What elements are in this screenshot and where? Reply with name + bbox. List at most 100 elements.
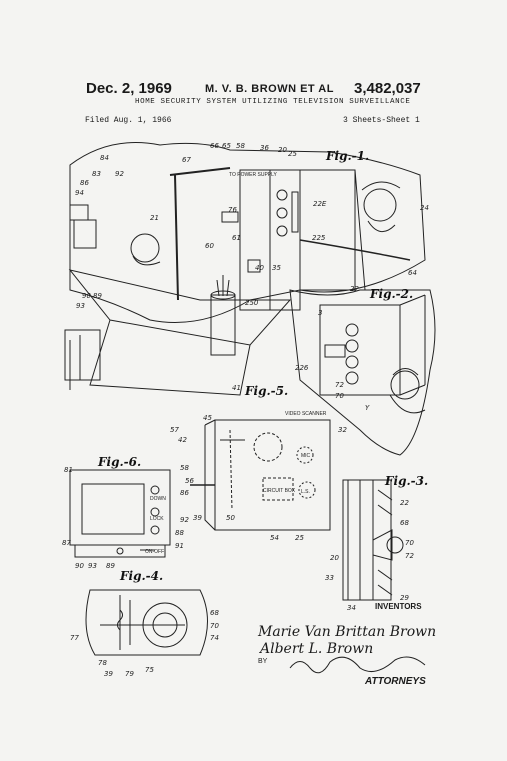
svg-text:89: 89: [106, 562, 115, 570]
reference-numerals: 84 67 66 65 58 36 20 25 86 94 83 92 21 9…: [62, 142, 429, 678]
lock-label: LOCK: [150, 516, 164, 522]
svg-text:68: 68: [400, 519, 409, 527]
svg-text:77: 77: [70, 634, 79, 642]
svg-text:40: 40: [255, 264, 264, 272]
fig6-drawing: [69, 469, 171, 558]
svg-text:90: 90: [82, 292, 91, 300]
svg-text:22E: 22E: [313, 200, 327, 208]
svg-text:78: 78: [98, 659, 107, 667]
svg-text:64: 64: [408, 269, 417, 277]
svg-text:50: 50: [226, 514, 235, 522]
svg-text:24: 24: [420, 204, 429, 212]
svg-text:68: 68: [210, 609, 219, 617]
svg-text:91: 91: [175, 542, 184, 550]
svg-text:34: 34: [347, 604, 356, 612]
mic-label: MIC: [301, 453, 311, 459]
svg-text:60: 60: [205, 242, 214, 250]
inventor-names: M. V. B. BROWN ET AL: [205, 83, 334, 95]
fig5-label: Fig.-5.: [244, 384, 288, 398]
svg-text:39: 39: [104, 670, 113, 678]
svg-text:39: 39: [193, 514, 202, 522]
svg-text:42: 42: [178, 436, 187, 444]
fig1-label: Fig.-1.: [325, 149, 369, 163]
svg-text:35: 35: [272, 264, 281, 272]
fig3-drawing: [342, 479, 404, 601]
patent-date: Dec. 2, 1969: [86, 80, 172, 97]
inventor-signature-1: Marie Van Brittan Brown: [258, 624, 437, 640]
svg-text:94: 94: [75, 189, 84, 197]
svg-text:67: 67: [182, 156, 191, 164]
svg-text:86: 86: [80, 179, 89, 187]
svg-text:61: 61: [232, 234, 241, 242]
svg-text:70: 70: [335, 392, 344, 400]
svg-text:66: 66: [210, 142, 219, 150]
svg-text:20: 20: [330, 554, 339, 562]
fig3-label: Fig.-3.: [384, 474, 428, 488]
svg-text:22: 22: [350, 285, 359, 293]
svg-text:56: 56: [185, 477, 194, 485]
svg-text:75: 75: [145, 666, 154, 674]
by-label: BY: [258, 658, 268, 665]
svg-text:41: 41: [232, 384, 241, 392]
svg-text:45: 45: [203, 414, 212, 422]
svg-text:89: 89: [93, 292, 102, 300]
fig5-drawing: [190, 419, 331, 531]
svg-text:3: 3: [318, 309, 322, 317]
svg-text:72: 72: [335, 381, 344, 389]
patent-title: HOME SECURITY SYSTEM UTILIZING TELEVISIO…: [135, 98, 411, 106]
fig6-label: Fig.-6.: [97, 455, 141, 469]
svg-text:21: 21: [150, 214, 159, 222]
to-power-supply-label: TO POWER SUPPLY: [229, 172, 278, 178]
svg-text:57: 57: [170, 426, 179, 434]
drawing-labels: TO POWER SUPPLY VIDEO SCANNER CIRCUIT BO…: [145, 172, 327, 555]
fig2-drawing: [289, 289, 436, 456]
svg-text:225: 225: [312, 234, 326, 242]
on-off-label: ON-OFF: [145, 549, 164, 555]
svg-text:33: 33: [325, 574, 334, 582]
svg-text:86: 86: [180, 489, 189, 497]
filed-date: Filed Aug. 1, 1966: [85, 116, 172, 125]
svg-text:84: 84: [100, 154, 109, 162]
svg-text:58: 58: [180, 464, 189, 472]
svg-text:92: 92: [115, 170, 124, 178]
svg-text:25: 25: [295, 534, 304, 542]
svg-text:54: 54: [270, 534, 279, 542]
svg-text:Y: Y: [365, 404, 370, 412]
svg-text:79: 79: [125, 670, 134, 678]
fig2-label: Fig.-2.: [369, 287, 413, 301]
svg-text:92: 92: [180, 516, 189, 524]
svg-text:20: 20: [278, 146, 287, 154]
ls-label: L.S.: [301, 489, 310, 495]
patent-number: 3,482,037: [354, 80, 421, 97]
fig4-label: Fig.-4.: [119, 569, 163, 583]
svg-text:32: 32: [338, 426, 347, 434]
svg-text:88: 88: [175, 529, 184, 537]
svg-text:36: 36: [260, 144, 269, 152]
inventors-heading: INVENTORS: [375, 602, 422, 611]
svg-text:93: 93: [76, 302, 85, 310]
svg-text:70: 70: [405, 539, 414, 547]
svg-text:22: 22: [400, 499, 409, 507]
video-scanner-label: VIDEO SCANNER: [285, 411, 327, 417]
attorneys-label: ATTORNEYS: [365, 676, 426, 687]
svg-text:226: 226: [295, 364, 309, 372]
svg-text:83: 83: [92, 170, 101, 178]
svg-text:76: 76: [228, 206, 237, 214]
svg-text:65: 65: [222, 142, 231, 150]
svg-text:74: 74: [210, 634, 219, 642]
svg-text:70: 70: [210, 622, 219, 630]
svg-text:93: 93: [88, 562, 97, 570]
svg-text:25: 25: [288, 150, 297, 158]
svg-text:81: 81: [64, 466, 73, 474]
figure-labels: Fig.-1. Fig.-2. Fig.-5. Fig.-6. Fig.-3. …: [97, 149, 428, 583]
inventor-signature-2: Albert L. Brown: [260, 641, 374, 657]
down-label: DOWN: [150, 496, 166, 502]
fig1-drawing: [64, 142, 426, 396]
sheet-count: 3 Sheets-Sheet 1: [343, 116, 420, 125]
svg-text:72: 72: [405, 552, 414, 560]
circuit-box-label: CIRCUIT BOX: [263, 488, 296, 494]
svg-text:58: 58: [236, 142, 245, 150]
